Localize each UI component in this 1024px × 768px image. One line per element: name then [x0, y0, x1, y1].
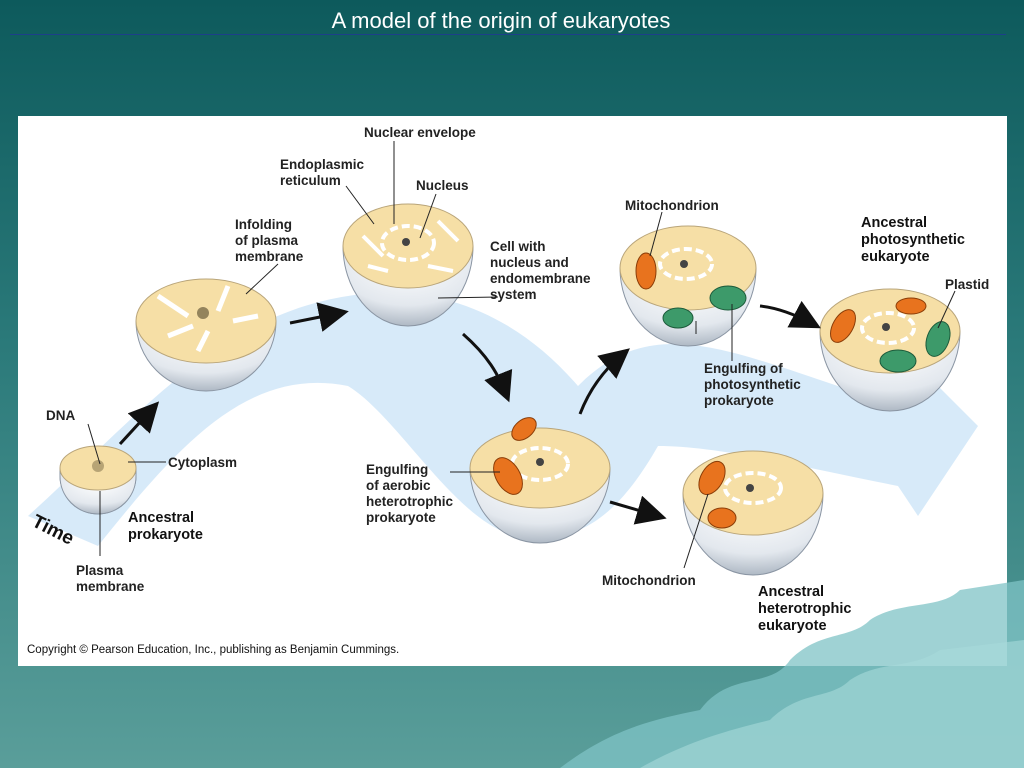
label-engulfing-aerobic: Engulfing of aerobic heterotrophic proka…	[366, 462, 454, 525]
engulfing-aerobic-cell	[469, 417, 611, 544]
leader-lines	[87, 141, 956, 569]
sequence-arrows	[118, 300, 821, 525]
slide-title: A model of the origin of eukaryotes	[331, 8, 671, 33]
label-plastid: Plastid	[945, 277, 990, 292]
ancestral-prokaryote-cell	[59, 445, 137, 515]
heterotrophic-eukaryote-cell	[682, 450, 824, 576]
infolding-cell	[135, 278, 277, 392]
label-engulfing-photosynthetic: Engulfing of photosynthetic prokaryote	[704, 361, 801, 408]
label-ancestral-prokaryote: Ancestral prokaryote	[128, 510, 203, 543]
label-mitochondrion-top: Mitochondrion	[625, 198, 719, 213]
title-divider	[10, 34, 1006, 35]
decorative-ice-artwork	[560, 580, 1024, 768]
origin-diagram	[28, 141, 978, 576]
label-ancestral-photosynthetic: Ancestral photosynthetic eukaryote	[861, 215, 965, 265]
figure-panel: Nuclear envelope Endoplasmic reticulum N…	[18, 116, 1007, 666]
label-plasma-membrane: Plasma membrane	[76, 563, 145, 594]
label-cell-with-nucleus: Cell with nucleus and endomembrane syste…	[490, 239, 591, 302]
label-endoplasmic-reticulum: Endoplasmic reticulum	[280, 157, 365, 188]
label-cytoplasm: Cytoplasm	[168, 455, 238, 470]
label-nuclear-envelope: Nuclear envelope	[364, 125, 476, 140]
nucleus-cell	[342, 203, 474, 327]
photosynthetic-eukaryote-cell	[819, 288, 961, 412]
mitochondrion-cell	[619, 225, 757, 347]
label-dna: DNA	[46, 408, 76, 423]
copyright-notice: Copyright © Pearson Education, Inc., pub…	[27, 644, 400, 656]
label-mitochondrion-bottom: Mitochondrion	[602, 573, 696, 588]
label-ancestral-heterotrophic: Ancestral heterotrophic eukaryote	[758, 584, 852, 634]
label-nucleus: Nucleus	[416, 178, 469, 193]
label-infolding: Infolding of plasma membrane	[235, 217, 304, 264]
